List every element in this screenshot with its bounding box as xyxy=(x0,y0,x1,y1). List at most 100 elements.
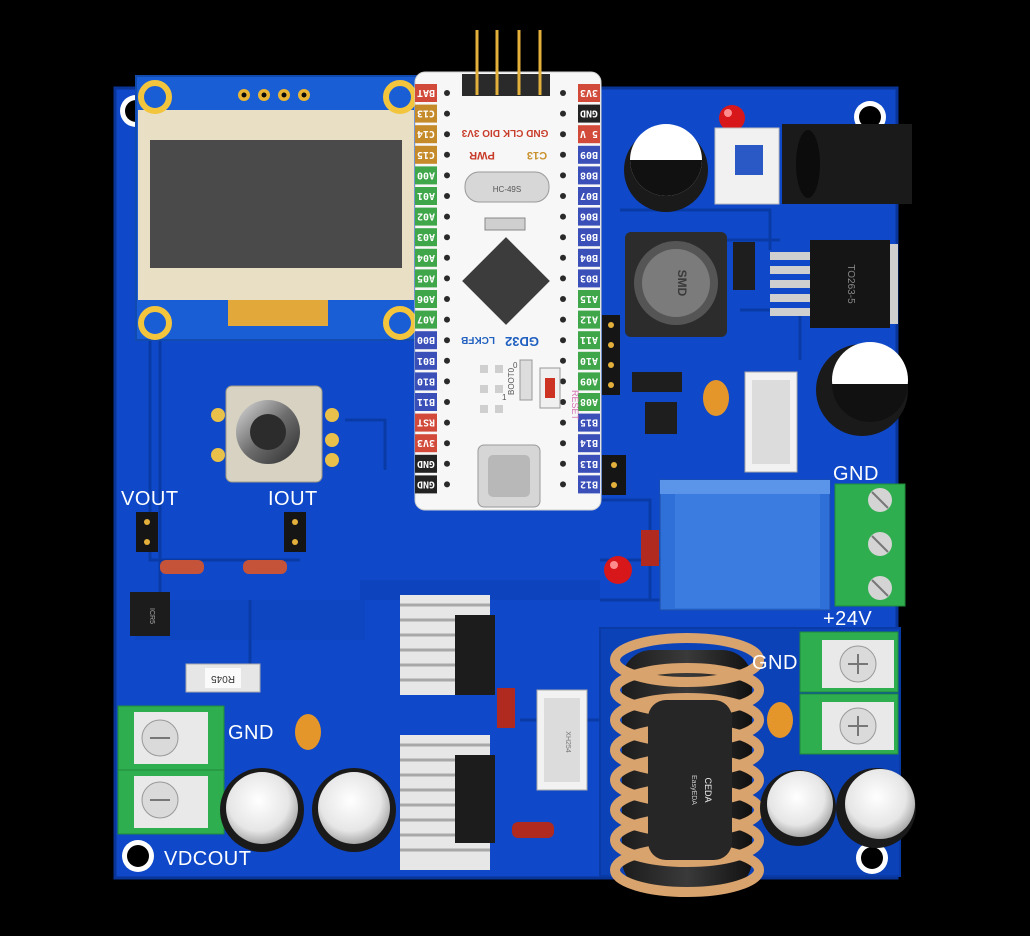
v24-label: +24V xyxy=(823,608,873,630)
mcu-pin-left-13: B01 xyxy=(417,355,435,366)
mcu-pin-label-bg xyxy=(578,269,600,288)
mcu-pin-label-bg xyxy=(578,454,600,473)
mcu-pin-hole xyxy=(560,110,566,117)
power-switch[interactable] xyxy=(714,127,780,205)
xh-connector-2[interactable]: XH254 xyxy=(536,689,588,791)
mcu-pin-hole xyxy=(444,234,450,241)
mcu-chip xyxy=(462,237,550,325)
gnd-top-label: GND xyxy=(833,463,879,485)
mcu-pin-label-bg xyxy=(415,166,437,185)
resistor xyxy=(160,560,204,574)
mcu-pin-hole xyxy=(560,213,566,220)
mcu-pin-label-bg xyxy=(578,166,600,185)
toroid-label: CEDA xyxy=(703,777,713,802)
electrolytic-cap-br2 xyxy=(836,768,916,848)
mcu-pin-label-bg xyxy=(578,413,600,432)
mcu-pin-hole xyxy=(444,131,450,138)
mcu-pin-label-bg xyxy=(578,475,600,494)
mcu-pin-label-bg xyxy=(415,393,437,411)
mcu-pin-label-bg xyxy=(578,331,600,350)
mcu-pin-right-13: A10 xyxy=(580,355,598,366)
mcu-pin-label-bg xyxy=(415,207,437,226)
crystal xyxy=(464,171,550,203)
regulator-label: TO263-5 xyxy=(845,264,856,304)
pwr-label: PWR xyxy=(469,149,495,161)
status-led xyxy=(604,556,632,584)
terminal-block-out-2[interactable] xyxy=(117,769,225,835)
pin-header-b xyxy=(602,315,626,495)
mcu-pin-hole xyxy=(560,460,566,467)
mcu-pin-right-10: A15 xyxy=(580,293,598,304)
mcu-pin-label-bg xyxy=(578,434,600,453)
mcu-pin-hole xyxy=(444,275,450,282)
to263-regulator: TO263-5 xyxy=(770,240,898,328)
mcu-pin-label-bg xyxy=(415,310,437,329)
mcu-pin-left-16: RST xyxy=(417,417,435,428)
mcu-pin-label-bg xyxy=(578,310,600,329)
gnd-left-label: GND xyxy=(228,722,274,744)
mcu-pin-hole xyxy=(560,90,566,96)
mcu-pin-left-2: C14 xyxy=(417,128,435,139)
iout-header[interactable] xyxy=(284,512,306,552)
mcu-pin-left-12: B00 xyxy=(417,334,435,345)
mcu-pin-label-bg xyxy=(578,187,600,205)
mcu-pin-hole xyxy=(560,193,566,199)
mcu-pin-right-16: B15 xyxy=(580,417,598,428)
mcu-pin-label-bg xyxy=(415,145,437,164)
mcu-pin-hole xyxy=(560,419,566,426)
mcu-pin-right-7: B05 xyxy=(580,231,598,242)
mcu-pin-left-8: A04 xyxy=(417,252,435,263)
mcu-pin-hole xyxy=(560,337,566,344)
boot-jumper[interactable] xyxy=(519,359,533,401)
mcu-pin-right-15: A08 xyxy=(580,396,598,407)
mcu-pin-right-4: B08 xyxy=(580,169,598,180)
mcu-pin-left-0: BAT xyxy=(417,87,435,98)
mcu-pin-label-bg xyxy=(415,351,437,370)
mcu-pin-right-5: B07 xyxy=(580,190,598,201)
mcu-pin-hole xyxy=(560,481,566,488)
mcu-pin-hole xyxy=(444,399,450,405)
mcu-pin-hole xyxy=(560,399,566,405)
terminal-block-24v[interactable] xyxy=(799,631,899,693)
mcu-pin-right-0: 3V3 xyxy=(580,87,598,98)
mcu-pin-right-11: A12 xyxy=(580,314,598,325)
mcu-pin-right-12: A11 xyxy=(580,334,598,345)
mcu-pin-left-3: C15 xyxy=(417,149,435,160)
mcu-pin-hole xyxy=(444,213,450,220)
mcu-pin-right-8: B04 xyxy=(580,252,598,263)
mcu-pin-left-10: A06 xyxy=(417,293,435,304)
mcu-pin-left-7: A03 xyxy=(417,231,435,242)
terminal-block-gnd[interactable] xyxy=(799,693,899,755)
mcu-pin-hole xyxy=(444,296,450,302)
vout-header[interactable] xyxy=(136,512,158,552)
smd-inductor: SMD xyxy=(625,232,727,337)
mcu-pin-label-bg xyxy=(415,413,437,432)
mcu-pin-label-bg xyxy=(415,187,437,205)
mcu-pin-hole xyxy=(560,296,566,302)
shunt-resistor: R045 xyxy=(185,663,261,693)
dc-jack[interactable] xyxy=(782,124,912,204)
mcu-pin-hole xyxy=(444,460,450,467)
mounting-hole xyxy=(856,842,888,874)
mcu-pin-label-bg xyxy=(415,228,437,247)
inductor-label: SMD xyxy=(675,270,689,297)
mcu-pin-right-17: B14 xyxy=(580,437,598,448)
mcu-pin-label-bg xyxy=(578,372,600,391)
mcu-pin-hole xyxy=(560,357,566,364)
terminal-block-top[interactable] xyxy=(834,483,906,607)
mcu-pin-left-14: B10 xyxy=(417,375,435,386)
boot0-label: BOOT0 xyxy=(507,367,516,395)
mcu-pin-label-bg xyxy=(578,393,600,411)
mcu-pin-hole xyxy=(560,151,566,158)
mcu-pin-label-bg xyxy=(578,228,600,247)
xh-connector[interactable] xyxy=(744,371,798,473)
mcu-pin-label-bg xyxy=(415,331,437,350)
mcu-pin-right-14: A09 xyxy=(580,375,598,386)
mcu-pin-hole xyxy=(444,419,450,426)
electrolytic-cap-right xyxy=(816,342,908,436)
terminal-block-out-1[interactable] xyxy=(117,705,225,771)
op-amp-ic xyxy=(130,592,170,636)
mcu-pin-label-bg xyxy=(578,351,600,370)
potentiometer[interactable] xyxy=(225,385,323,483)
